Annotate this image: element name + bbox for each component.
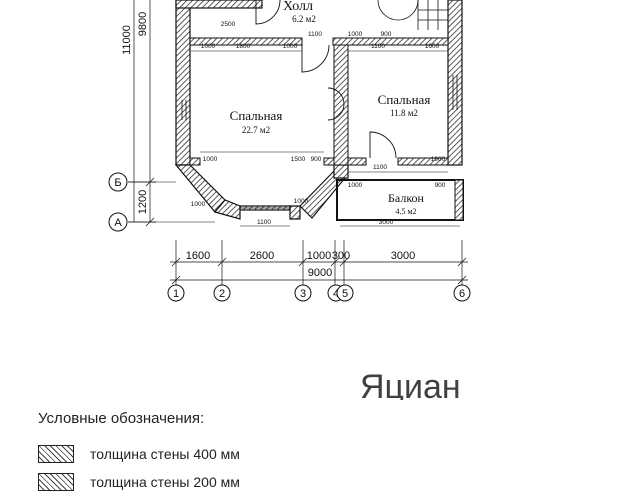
legend-item-label: толщина стены 400 мм: [90, 446, 240, 462]
dim-label: 900: [435, 182, 446, 189]
legend-item-200: толщина стены 200 мм: [38, 469, 598, 495]
axis-label: А: [114, 217, 122, 229]
legend: Условные обозначения: толщина стены 400 …: [38, 410, 598, 497]
dim-bottom-segment: 1000: [307, 250, 331, 262]
room-bedroom-right-name: Спальная: [378, 92, 431, 107]
dim-label: 1100: [373, 164, 387, 171]
dim-left-lower: 1200: [137, 190, 149, 214]
axis-marker-col-2: 2: [213, 284, 231, 302]
dim-label: 1000: [191, 201, 206, 208]
room-balcony-name: Балкон: [388, 191, 425, 205]
axis-marker-col-3: 3: [294, 284, 312, 302]
dim-label: 1100: [308, 31, 322, 38]
dim-label: 1000: [294, 198, 309, 205]
axis-marker-col-1: 1: [167, 284, 185, 302]
room-bedroom-left-area: 22.7 м2: [242, 125, 270, 135]
axis-label: 4: [333, 288, 339, 300]
dim-left-inner: 9800: [137, 12, 149, 36]
hatch-swatch-icon: [38, 445, 74, 463]
window-openings: [181, 75, 458, 209]
axis-label: 2: [219, 288, 225, 300]
interior-walls: [189, 37, 449, 166]
inner-dimension-labels: 1000 1800 1000 1100 1000 900 1600 1100 2…: [191, 21, 446, 226]
dim-label: 1000: [201, 43, 216, 50]
dim-label: 1100: [257, 219, 271, 226]
axis-label: 3: [300, 288, 306, 300]
watermark: Яциан: [360, 368, 461, 400]
dim-label: 1500: [291, 156, 306, 163]
dim-label: 1000: [348, 182, 363, 189]
axis-label: 6: [459, 288, 465, 300]
room-bedroom-left-name: Спальная: [230, 108, 283, 123]
dim-bottom-segment: 1600: [186, 250, 210, 262]
axis-label: 1: [173, 288, 179, 300]
dim-label: 3000: [379, 219, 394, 226]
bottom-dimension-lines: [170, 240, 468, 286]
dim-label: 1000: [203, 156, 218, 163]
legend-item-400: толщина стены 400 мм: [38, 441, 598, 467]
legend-item-label: толщина стены 200 мм: [90, 474, 240, 490]
balcony-outline: [336, 179, 464, 221]
stair: [377, 0, 449, 30]
axis-marker-row-b: Б: [108, 172, 128, 192]
dim-label: 2500: [221, 21, 236, 28]
axis-label: Б: [114, 177, 121, 189]
dim-label: 900: [381, 31, 392, 38]
axis-marker-col-6: 6: [453, 284, 471, 302]
room-bedroom-right-area: 11.8 м2: [390, 108, 418, 118]
door-swings: [255, 0, 397, 159]
axis-marker-col-5: 5: [336, 284, 354, 302]
dim-label: 1100: [371, 43, 385, 50]
axis-marker-row-a: А: [108, 212, 128, 232]
dim-label: 1900: [431, 156, 446, 163]
exterior-walls: [174, 0, 463, 220]
dim-bottom-segment: 2600: [250, 250, 274, 262]
dim-bottom-segment: 300: [332, 250, 350, 262]
room-balcony-area: 4.5 м2: [395, 207, 416, 216]
dim-label: 900: [311, 156, 322, 163]
dim-left-total: 11000: [121, 25, 133, 55]
room-hall-name: Холл: [283, 0, 313, 14]
inner-dimension-lines: [190, 50, 460, 227]
hatch-swatch-icon: [38, 473, 74, 491]
room-hall-area: 6.2 м2: [292, 14, 316, 24]
row-axis-lines: [128, 181, 215, 223]
dim-label: 1000: [348, 31, 363, 38]
dim-bottom-segment: 3000: [391, 250, 415, 262]
dim-label: 1800: [236, 43, 251, 50]
dim-label: 1600: [425, 43, 440, 50]
floor-plan: Яциан: [108, 0, 471, 400]
axis-label: 5: [342, 288, 348, 300]
dim-bottom-total: 9000: [308, 267, 332, 279]
legend-title: Условные обозначения:: [38, 410, 205, 427]
dim-label: 1000: [283, 43, 298, 50]
